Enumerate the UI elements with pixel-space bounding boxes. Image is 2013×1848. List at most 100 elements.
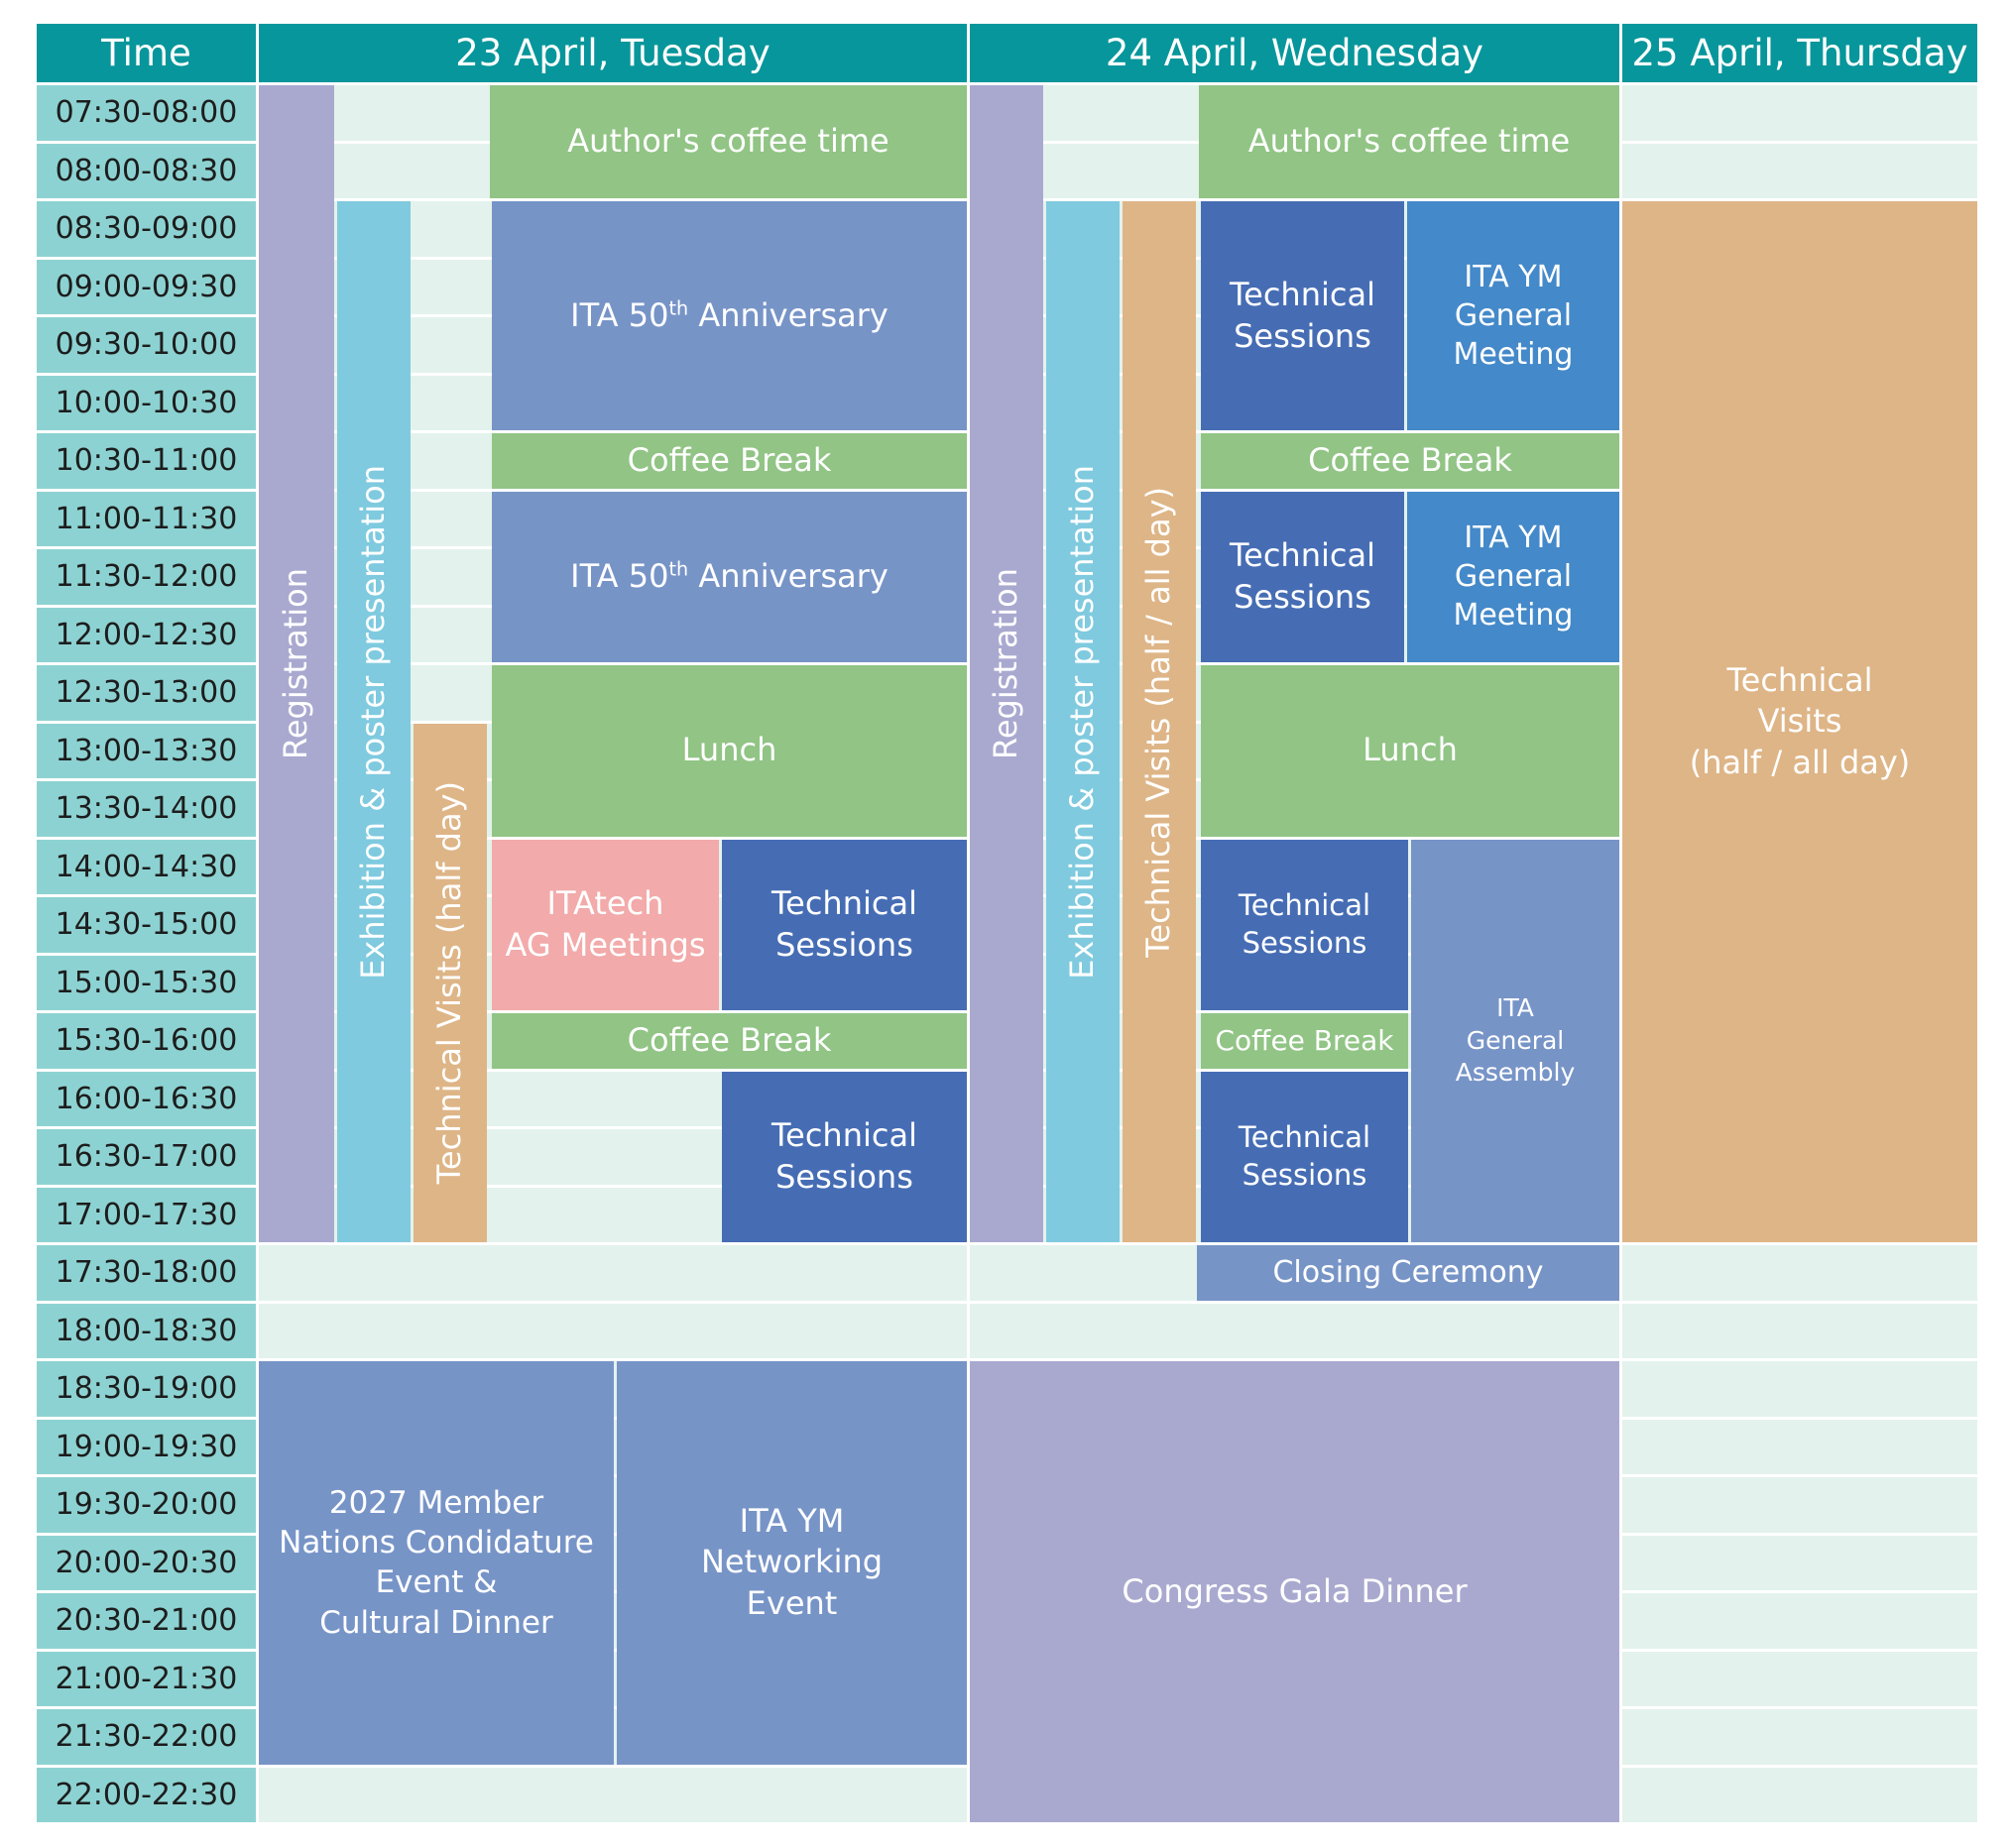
day1-anniversary-2: ITA 50th Anniversary	[492, 491, 967, 662]
day1-anniversary-2-label: ITA 50th Anniversary	[570, 556, 888, 598]
empty-slot	[1622, 1477, 1977, 1533]
day2-closing-ceremony-label: Closing Ceremony	[1272, 1255, 1544, 1291]
day2-closing-ceremony: Closing Ceremony	[1197, 1245, 1619, 1301]
time-slot-09:30-10:00: 09:30-10:00	[37, 317, 256, 373]
day1-anniversary-1-label: ITA 50th Anniversary	[570, 295, 888, 337]
day2-authors-coffee-label: Author's coffee time	[1247, 122, 1571, 161]
empty-slot	[1622, 1361, 1977, 1417]
time-slot-15:00-15:30: 15:00-15:30	[37, 955, 256, 1010]
day1-lunch: Lunch	[492, 665, 967, 837]
day1-coffee-break-2-label: Coffee Break	[627, 1020, 832, 1059]
time-slot-19:30-20:00: 19:30-20:00	[37, 1477, 256, 1533]
empty-slot	[1622, 1709, 1977, 1765]
time-slot-08:30-09:00: 08:30-09:00	[37, 201, 256, 257]
time-slot-12:30-13:00: 12:30-13:00	[37, 665, 256, 721]
day2-exhibition-label: Exhibition & poster presentation	[1063, 464, 1102, 980]
day1-authors-coffee-label: Author's coffee time	[567, 122, 889, 161]
empty-slot	[1622, 1593, 1977, 1649]
day1-exhibition: Exhibition & poster presentation	[337, 201, 411, 1242]
time-slot-21:00-21:30: 21:00-21:30	[37, 1651, 256, 1706]
empty-slot	[259, 1245, 967, 1301]
time-slot-16:00-16:30: 16:00-16:30	[37, 1071, 256, 1126]
time-slot-17:00-17:30: 17:00-17:30	[37, 1187, 256, 1242]
time-slot-22:00-22:30: 22:00-22:30	[37, 1767, 256, 1822]
day3-technical-visits-label: Technical Visits (half / all day)	[1689, 660, 1911, 781]
day2-authors-coffee: Author's coffee time	[1199, 85, 1619, 198]
day2-general-assembly: ITA General Assembly	[1411, 839, 1619, 1242]
day1-anniversary-2-label-sup: th	[668, 557, 689, 581]
day3-technical-visits: Technical Visits (half / all day)	[1622, 201, 1977, 1242]
day2-coffee-break-2: Coffee Break	[1201, 1013, 1408, 1069]
empty-slot	[259, 1303, 967, 1358]
empty-slot	[1622, 1767, 1977, 1822]
day2-gala-dinner-label: Congress Gala Dinner	[1122, 1571, 1468, 1610]
day2-exhibition: Exhibition & poster presentation	[1046, 201, 1120, 1242]
day2-technical-visits-label: Technical Visits (half / all day)	[1139, 486, 1178, 958]
day2-technical-sessions-2-label: Technical Sessions	[1230, 536, 1375, 616]
time-slot-10:00-10:30: 10:00-10:30	[37, 375, 256, 430]
day1-itatech: ITAtech AG Meetings	[492, 839, 719, 1010]
day1-ym-networking-label: ITA YM Networking Event	[700, 1501, 884, 1623]
time-slot-20:30-21:00: 20:30-21:00	[37, 1593, 256, 1649]
day1-candidature-dinner-label: 2027 Member Nations Condidature Event & …	[279, 1484, 594, 1641]
day1-anniversary-1: ITA 50th Anniversary	[492, 201, 967, 430]
time-slot-09:00-09:30: 09:00-09:30	[37, 259, 256, 314]
time-slot-10:30-11:00: 10:30-11:00	[37, 433, 256, 489]
time-slot-11:00-11:30: 11:00-11:30	[37, 491, 256, 546]
time-slot-15:30-16:00: 15:30-16:00	[37, 1013, 256, 1069]
time-slot-18:30-19:00: 18:30-19:00	[37, 1361, 256, 1417]
day1-candidature-dinner: 2027 Member Nations Condidature Event & …	[259, 1361, 614, 1765]
day2-registration-label: Registration	[987, 568, 1025, 759]
empty-slot	[1622, 1535, 1977, 1590]
day1-registration-label: Registration	[277, 568, 315, 759]
time-slot-21:30-22:00: 21:30-22:00	[37, 1709, 256, 1765]
day2-general-assembly-label: ITA General Assembly	[1455, 993, 1576, 1087]
empty-slot	[1622, 1651, 1977, 1706]
day1-authors-coffee: Author's coffee time	[490, 85, 967, 198]
day1-anniversary-1-label-post: Anniversary	[688, 295, 888, 334]
time-slot-07:30-08:00: 07:30-08:00	[37, 85, 256, 141]
day1-itatech-label: ITAtech AG Meetings	[505, 884, 706, 964]
empty-slot	[1622, 1419, 1977, 1474]
day1-lunch-label: Lunch	[681, 731, 777, 769]
day2-coffee-break-2-label: Coffee Break	[1215, 1023, 1394, 1057]
day1-technical-sessions-2-label: Technical Sessions	[771, 1116, 917, 1196]
day2-technical-sessions-3-label: Technical Sessions	[1238, 888, 1371, 960]
day2-lunch: Lunch	[1201, 665, 1619, 837]
day2-technical-sessions-1-label: Technical Sessions	[1230, 275, 1375, 355]
empty-slot	[1622, 1303, 1977, 1358]
day1-registration: Registration	[259, 85, 334, 1242]
time-slot-16:30-17:00: 16:30-17:00	[37, 1129, 256, 1185]
time-slot-19:00-19:30: 19:00-19:30	[37, 1419, 256, 1474]
day2-technical-sessions-1: Technical Sessions	[1201, 201, 1404, 430]
day2-lunch-label: Lunch	[1362, 731, 1458, 769]
day1-anniversary-2-label-pre: ITA 50	[570, 556, 669, 595]
empty-slot	[1622, 1245, 1977, 1301]
day1-technical-visits: Technical Visits (half day)	[414, 723, 487, 1242]
time-slot-20:00-20:30: 20:00-20:30	[37, 1535, 256, 1590]
day1-coffee-break-1-label: Coffee Break	[627, 440, 832, 479]
day2-technical-sessions-2: Technical Sessions	[1201, 491, 1404, 662]
empty-slot	[259, 1767, 967, 1822]
empty-slot	[1622, 143, 1977, 198]
day2-ym-meeting-2-label: ITA YM General Meeting	[1453, 520, 1574, 634]
time-slot-18:00-18:30: 18:00-18:30	[37, 1303, 256, 1358]
header-day-2: 24 April, Wednesday	[970, 24, 1619, 82]
day2-ym-meeting-1-label: ITA YM General Meeting	[1453, 260, 1574, 372]
time-slot-17:30-18:00: 17:30-18:00	[37, 1245, 256, 1301]
time-slot-13:00-13:30: 13:00-13:30	[37, 723, 256, 778]
day1-technical-sessions-2: Technical Sessions	[722, 1071, 967, 1242]
header-day-1: 23 April, Tuesday	[259, 24, 967, 82]
time-slot-08:00-08:30: 08:00-08:30	[37, 143, 256, 198]
day1-coffee-break-2: Coffee Break	[492, 1013, 967, 1069]
empty-slot	[1622, 85, 1977, 141]
day1-exhibition-label: Exhibition & poster presentation	[354, 464, 393, 980]
day2-ym-meeting-2: ITA YM General Meeting	[1407, 491, 1619, 662]
day2-technical-sessions-4: Technical Sessions	[1201, 1071, 1408, 1242]
time-slot-11:30-12:00: 11:30-12:00	[37, 549, 256, 605]
day2-coffee-break-1: Coffee Break	[1201, 433, 1619, 489]
day2-gala-dinner: Congress Gala Dinner	[970, 1361, 1619, 1822]
day1-technical-visits-label: Technical Visits (half day)	[430, 781, 469, 1185]
day1-anniversary-1-label-pre: ITA 50	[570, 295, 669, 334]
header-day-3: 25 April, Thursday	[1622, 24, 1977, 82]
